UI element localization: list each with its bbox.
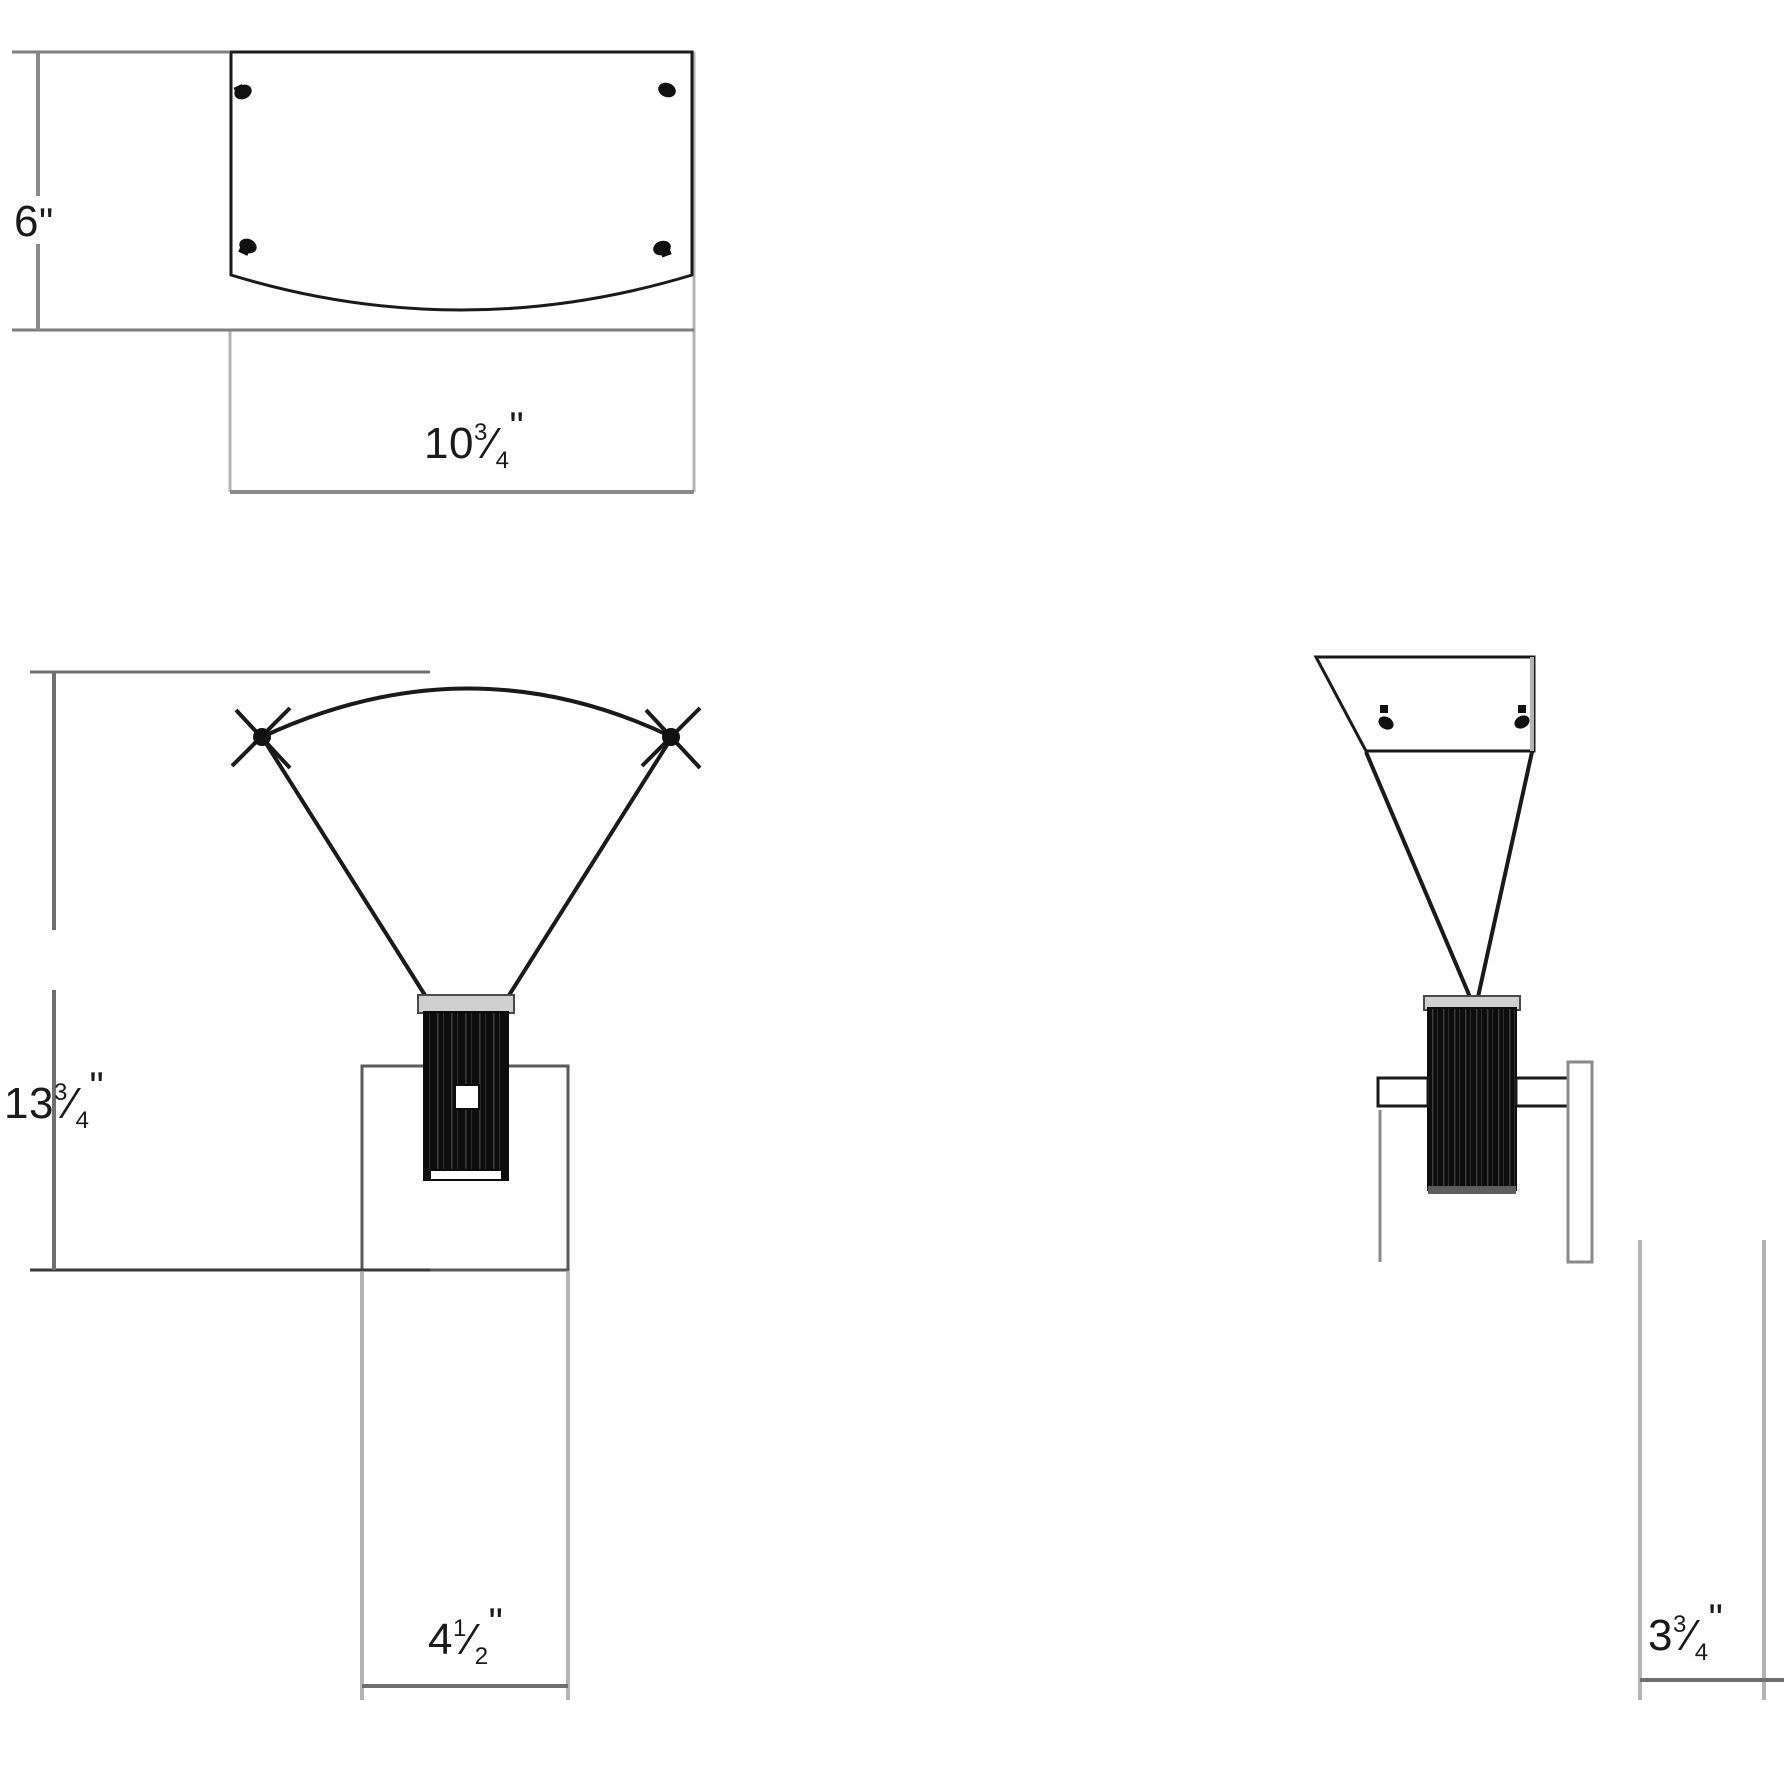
side-view-lamp-body <box>1427 1007 1517 1191</box>
side-view-shade-profile <box>1313 655 1536 753</box>
dimension-label-334in: 33⁄4" <box>1648 1597 1723 1666</box>
dim-412in-whole: 4 <box>428 1615 453 1664</box>
fastener-cross-right <box>640 706 702 770</box>
dimension-label-412in: 41⁄2" <box>428 1601 503 1670</box>
dim-1334in-whole: 13 <box>4 1079 54 1128</box>
dim-1334in-prime: " <box>90 1065 105 1109</box>
dim-6in-prime: " <box>39 201 54 245</box>
side-view-stem-left <box>1364 751 1472 998</box>
side-view: 33⁄4" <box>1313 655 1784 1700</box>
front-view-stem-right <box>504 735 674 1002</box>
front-view-socket-collar <box>417 994 515 1014</box>
dim-1034in-prime: " <box>510 405 525 449</box>
dimension-top-view-width: 103⁄4" <box>230 405 694 494</box>
side-view-lamp-body-base <box>1428 1186 1516 1194</box>
dim-1034in-denominator: 4 <box>496 447 510 474</box>
dim-412in-prime: " <box>489 1601 504 1645</box>
side-view-stem-right <box>1476 751 1534 998</box>
fastener-top-right <box>658 82 676 98</box>
side-view-mounting-arm-left <box>1376 1076 1430 1108</box>
front-view-lamp-center-aperture <box>454 1084 480 1110</box>
dim-1334in-denominator: 4 <box>76 1107 90 1134</box>
dim-1034in-whole: 10 <box>424 419 474 468</box>
side-fastener-left <box>1378 705 1394 730</box>
side-view-mounting-arm-right <box>1514 1076 1570 1108</box>
front-view-shade-top-arc <box>261 686 673 739</box>
dim-334in-denominator: 4 <box>1695 1639 1709 1666</box>
dim-1034in-numerator: 3 <box>474 419 488 446</box>
front-view-lamp-body-base <box>429 1169 503 1181</box>
dim-334in-prime: " <box>1709 1597 1724 1641</box>
dim-412in-numerator: 1 <box>453 1615 467 1642</box>
top-view: 6" 103⁄4" <box>12 50 696 494</box>
top-view-fastener-marks <box>233 82 676 258</box>
fastener-top-left <box>233 84 252 100</box>
dimension-top-view-height: 6" <box>12 50 694 332</box>
dimension-side-view-depth: 33⁄4" <box>1638 1240 1784 1700</box>
top-view-shade-outline <box>229 50 694 312</box>
dimension-front-view-width: 41⁄2" <box>360 1272 570 1700</box>
dimension-label-6in: 6" <box>14 197 54 246</box>
side-view-fastener-marks <box>1378 705 1530 730</box>
side-fastener-right <box>1514 705 1530 729</box>
front-view-stem-left <box>260 735 430 1002</box>
fastener-bottom-right <box>653 240 672 258</box>
front-view-fastener-marks <box>230 706 702 770</box>
side-view-wall-plate <box>1566 1060 1594 1264</box>
dim-1334in-numerator: 3 <box>54 1079 68 1106</box>
fastener-bottom-left <box>238 238 257 256</box>
dim-412in-denominator: 2 <box>475 1643 489 1670</box>
fastener-cross-left <box>230 706 292 770</box>
front-view: 133⁄4" 41⁄2" <box>4 670 702 1700</box>
dim-334in-whole: 3 <box>1648 1611 1673 1660</box>
dim-6in-whole: 6 <box>14 197 39 246</box>
dimension-label-1034in: 103⁄4" <box>424 405 524 474</box>
dim-334in-numerator: 3 <box>1673 1611 1687 1638</box>
